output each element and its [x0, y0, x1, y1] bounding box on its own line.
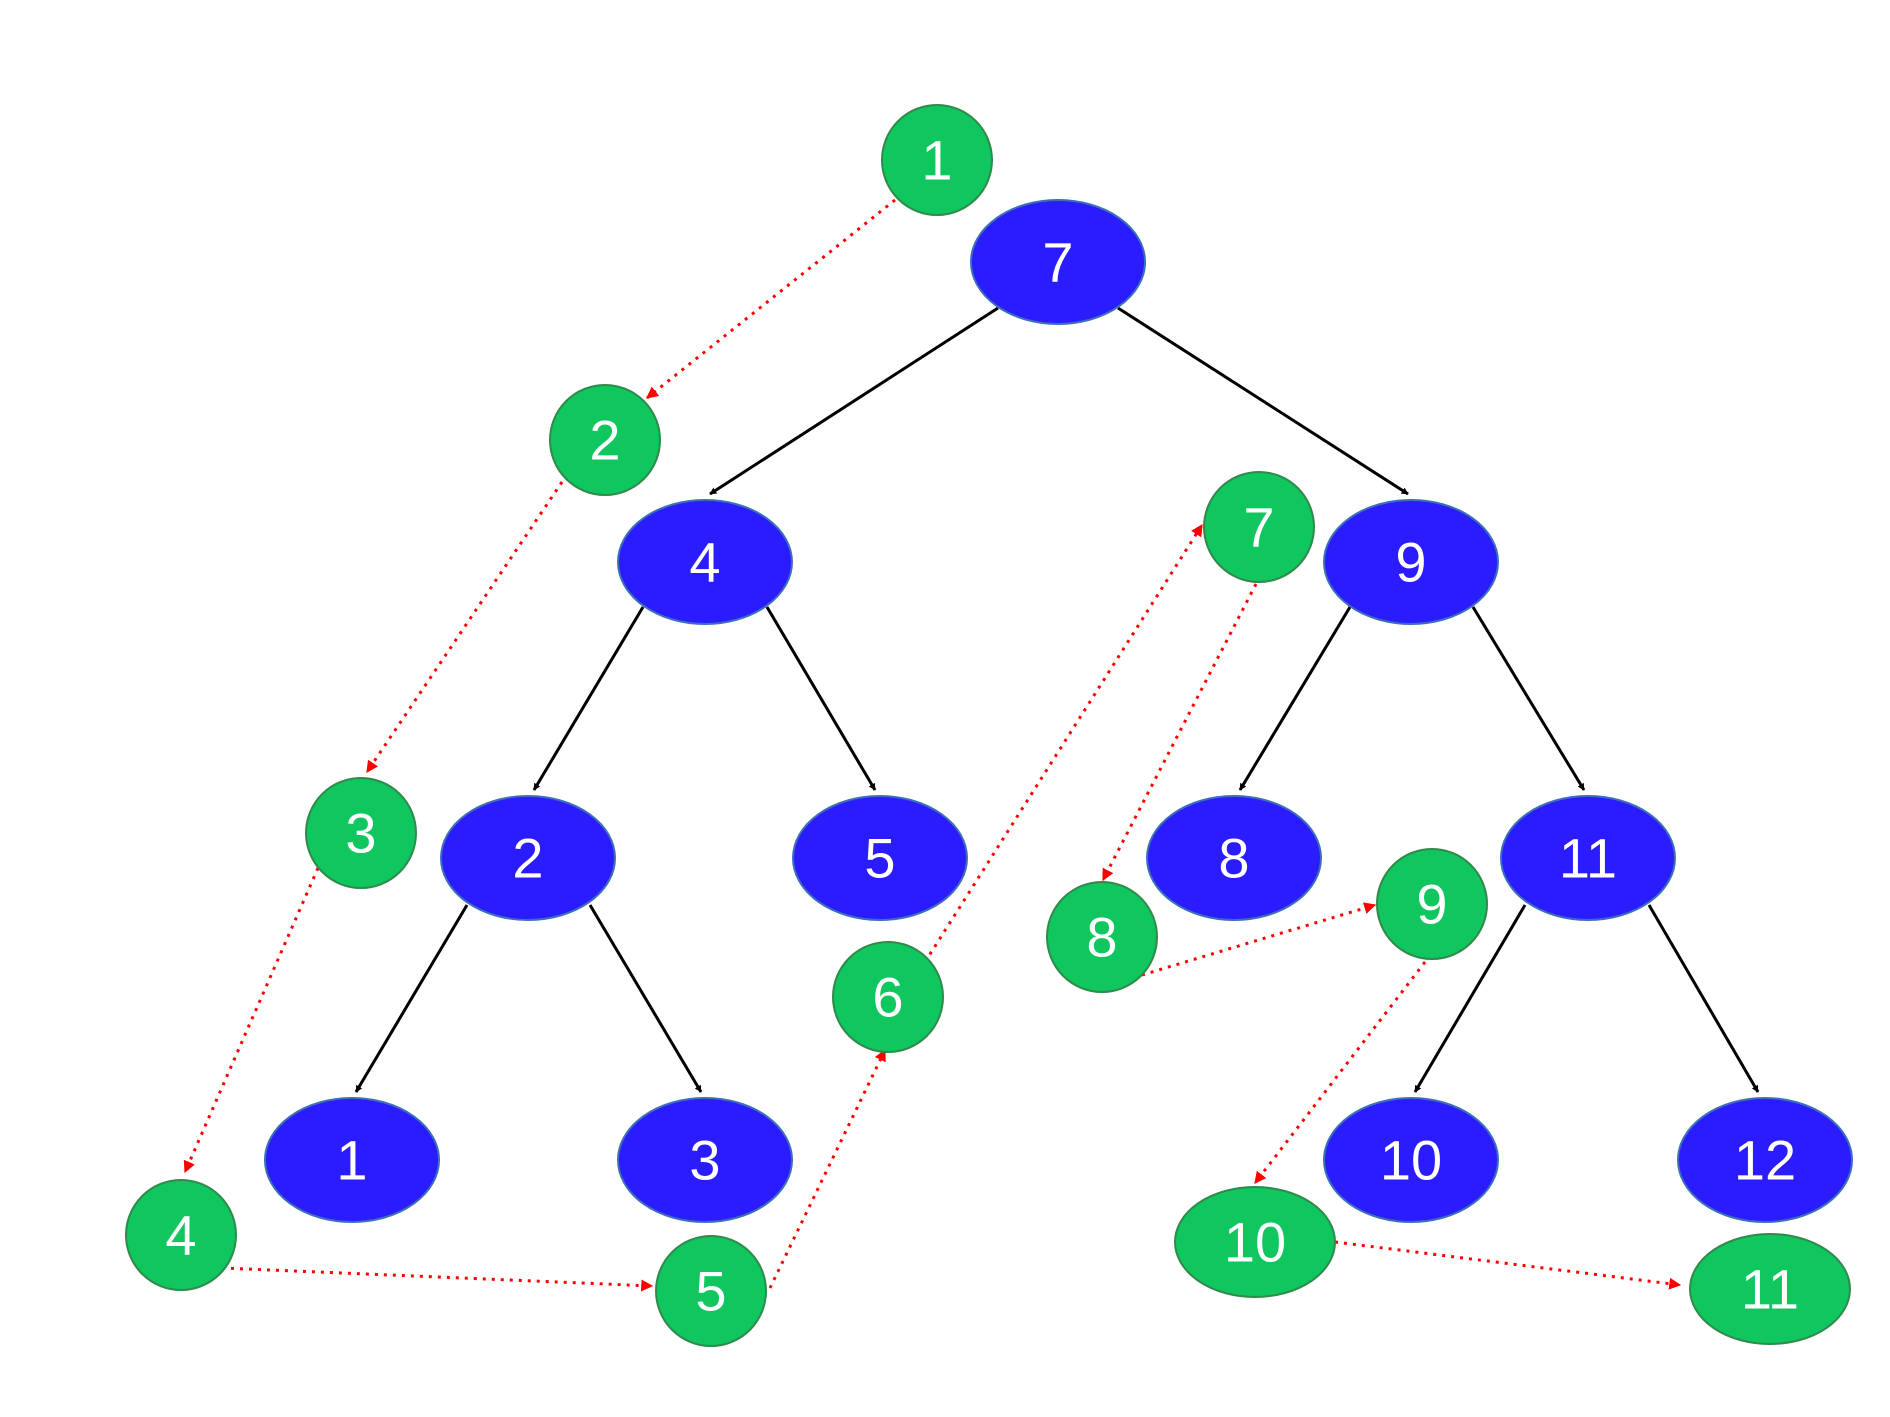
tree-node-label: 4 — [689, 531, 720, 594]
traversal-step-label: 1 — [921, 129, 952, 192]
tree-node-shape — [970, 199, 1146, 325]
traversal-step-label: 11 — [1741, 1258, 1799, 1321]
tree-edge — [1413, 904, 1527, 1093]
traversal-step: 10 — [1174, 1186, 1336, 1298]
tree-node: 4 — [617, 499, 793, 625]
tree-node-shape — [1500, 795, 1676, 921]
tree-edge — [1471, 606, 1586, 791]
tree-node: 9 — [1323, 499, 1499, 625]
tree-node-label: 8 — [1218, 827, 1249, 890]
tree-node-shape — [1146, 795, 1322, 921]
tree-node-label: 5 — [864, 827, 895, 890]
traversal-step-shape — [1203, 471, 1315, 583]
traversal-step-shape — [1174, 1186, 1336, 1298]
traversal-arrow — [365, 481, 564, 773]
traversal-step: 11 — [1689, 1233, 1851, 1345]
traversal-step: 9 — [1376, 848, 1488, 960]
tree-edge — [1647, 904, 1760, 1093]
tree-node: 3 — [617, 1097, 793, 1223]
tree-node: 5 — [792, 795, 968, 921]
traversal-step-shape — [125, 1179, 237, 1291]
traversal-step: 8 — [1046, 881, 1158, 993]
traversal-step-label: 5 — [695, 1260, 726, 1323]
tree-node-label: 9 — [1395, 531, 1426, 594]
traversal-arrows — [183, 198, 1682, 1292]
tree-node-label: 7 — [1042, 231, 1073, 294]
tree-node: 2 — [440, 795, 616, 921]
traversal-step-label: 3 — [345, 802, 376, 865]
traversal-step: 6 — [832, 941, 944, 1053]
traversal-arrow — [1253, 961, 1427, 1184]
tree-node: 11 — [1500, 795, 1676, 921]
traversal-step-shape — [305, 777, 417, 889]
tree-edge — [1117, 306, 1409, 496]
traversal-arrow — [183, 867, 320, 1174]
traversal-steps: 1 2 3 4 5 6 7 8 — [125, 104, 1851, 1347]
tree-nodes: 7 4 9 2 5 8 11 1 — [264, 199, 1853, 1223]
tree-edge — [354, 904, 469, 1093]
traversal-step-label: 10 — [1224, 1211, 1286, 1274]
traversal-arrow — [1334, 1240, 1682, 1290]
tree-node: 10 — [1323, 1097, 1499, 1223]
traversal-step: 4 — [125, 1179, 237, 1291]
traversal-step: 3 — [305, 777, 417, 889]
traversal-step-label: 9 — [1416, 873, 1447, 936]
tree-node: 7 — [970, 199, 1146, 325]
tree-node-label: 12 — [1734, 1129, 1796, 1192]
traversal-step-label: 4 — [165, 1204, 196, 1267]
tree-edge — [765, 606, 877, 791]
tree-node-shape — [792, 795, 968, 921]
traversal-arrow — [1101, 583, 1258, 882]
traversal-step: 5 — [655, 1235, 767, 1347]
tree-edge — [1238, 606, 1352, 791]
tree-edge — [709, 306, 999, 496]
tree-node-shape — [440, 795, 616, 921]
traversal-step-shape — [1046, 881, 1158, 993]
tree-node-label: 11 — [1559, 827, 1617, 890]
traversal-step-label: 8 — [1086, 906, 1117, 969]
traversal-step: 2 — [549, 384, 661, 496]
tree-node: 1 — [264, 1097, 440, 1223]
tree-node: 8 — [1146, 795, 1322, 921]
traversal-step-label: 6 — [872, 966, 903, 1029]
tree-edge — [588, 904, 703, 1093]
traversal-step-shape — [832, 941, 944, 1053]
tree-node-shape — [264, 1097, 440, 1223]
tree-node-label: 2 — [512, 827, 543, 890]
traversal-step-shape — [655, 1235, 767, 1347]
tree-node-label: 10 — [1380, 1129, 1442, 1192]
tree-edges — [354, 306, 1760, 1093]
tree-node-label: 1 — [336, 1129, 367, 1192]
traversal-step-shape — [881, 104, 993, 216]
traversal-step-shape — [1689, 1233, 1851, 1345]
traversal-step-label: 2 — [589, 409, 620, 472]
traversal-arrow — [221, 1266, 654, 1292]
tree-node-shape — [1677, 1097, 1853, 1223]
traversal-step-shape — [549, 384, 661, 496]
traversal-step: 1 — [881, 104, 993, 216]
tree-node-shape — [1323, 499, 1499, 625]
tree-node-shape — [1323, 1097, 1499, 1223]
traversal-step-shape — [1376, 848, 1488, 960]
tree-node: 12 — [1677, 1097, 1853, 1223]
tree-node-label: 3 — [689, 1129, 720, 1192]
tree-edge — [532, 606, 645, 791]
traversal-step-label: 7 — [1243, 496, 1274, 559]
traversal-step: 7 — [1203, 471, 1315, 583]
tree-node-shape — [617, 1097, 793, 1223]
traversal-arrow — [646, 198, 896, 400]
tree-node-shape — [617, 499, 793, 625]
